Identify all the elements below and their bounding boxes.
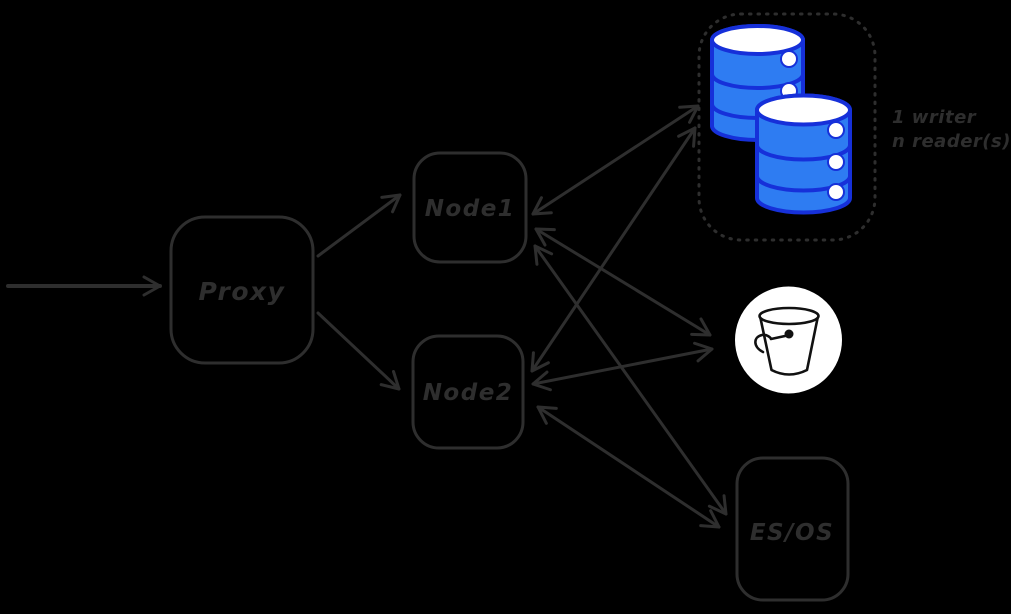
node1-box	[412, 151, 528, 264]
es-os-label: ES/OS	[750, 520, 834, 546]
database-cluster	[697, 12, 877, 242]
edge-layer	[6, 104, 728, 529]
database-icon	[755, 93, 852, 215]
proxy-node: Proxy	[169, 215, 315, 365]
es-os-box	[735, 456, 850, 602]
es-os-node: ES/OS	[735, 456, 850, 602]
node2-box	[411, 334, 525, 450]
proxy-label: Proxy	[199, 277, 286, 306]
edge-proxy-node2	[316, 311, 401, 391]
annotation-line-1: 1 writer	[892, 107, 977, 128]
node2-label: Node2	[423, 380, 514, 406]
annotation-line-2: n reader(s)	[892, 131, 1011, 152]
edge-node2-esos	[536, 405, 721, 529]
bucket-circle-background	[735, 286, 842, 394]
cluster-annotation: 1 writer n reader(s)	[892, 107, 1011, 152]
edge-proxy-node1	[316, 193, 402, 258]
bucket-icon	[735, 286, 842, 394]
node1-label: Node1	[425, 196, 516, 222]
edge-node2-database	[530, 126, 697, 373]
node2-node: Node2	[411, 334, 525, 450]
proxy-box	[169, 215, 315, 365]
node1-node: Node1	[412, 151, 528, 264]
database-cluster-border	[697, 12, 877, 242]
